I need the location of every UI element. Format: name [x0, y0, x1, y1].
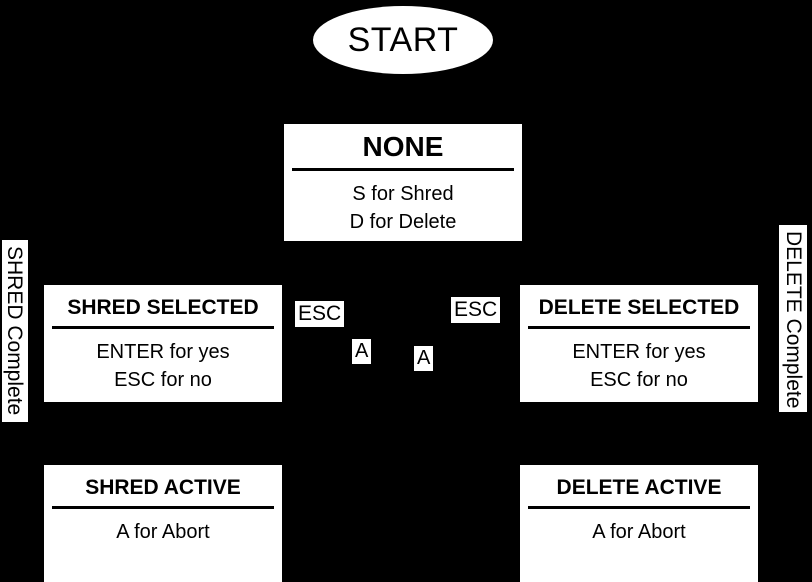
edge-label-esc-left: ESC [295, 301, 345, 328]
node-state-delete-selected-body: ENTER for yes ESC for no [520, 329, 758, 406]
node-state-delete-selected-line-1: ENTER for yes [572, 341, 706, 363]
node-state-none-body: S for Shred D for Delete [284, 171, 522, 248]
node-state-shred-selected-line-2: ESC for no [114, 368, 212, 391]
node-state-shred-selected-title: SHRED SELECTED [52, 285, 274, 329]
node-state-none[interactable]: NONE S for Shred D for Delete [284, 124, 522, 241]
edge-label-delete-complete: DELETE Complete [779, 225, 807, 412]
edge-label-abort-left: A [352, 339, 372, 364]
node-state-delete-active-line-1: A for Abort [592, 521, 686, 543]
node-state-delete-selected-title: DELETE SELECTED [528, 285, 750, 329]
node-state-delete-active-body: A for Abort [520, 509, 758, 582]
node-state-delete-selected-line-2: ESC for no [590, 368, 688, 391]
edge-label-esc-right: ESC [451, 297, 501, 324]
node-state-none-line-1: S for Shred [352, 183, 454, 205]
node-state-shred-active-body: A for Abort [44, 509, 282, 582]
node-state-shred-selected-line-1: ENTER for yes [96, 341, 230, 363]
node-state-shred-active-title: SHRED ACTIVE [52, 465, 274, 509]
node-state-delete-active-title: DELETE ACTIVE [528, 465, 750, 509]
node-state-shred-selected-body: ENTER for yes ESC for no [44, 329, 282, 406]
node-start-label: START [347, 21, 459, 59]
node-state-none-title: NONE [292, 124, 514, 171]
edge-label-shred-complete: SHRED Complete [2, 240, 28, 422]
node-state-shred-active-line-1: A for Abort [116, 521, 210, 543]
node-start[interactable]: START [313, 6, 493, 74]
node-state-none-line-2: D for Delete [349, 210, 457, 233]
node-state-shred-active[interactable]: SHRED ACTIVE A for Abort [44, 465, 282, 582]
edge-label-abort-right: A [414, 346, 434, 371]
node-state-shred-selected[interactable]: SHRED SELECTED ENTER for yes ESC for no [44, 285, 282, 402]
node-state-delete-active[interactable]: DELETE ACTIVE A for Abort [520, 465, 758, 582]
node-state-delete-selected[interactable]: DELETE SELECTED ENTER for yes ESC for no [520, 285, 758, 402]
